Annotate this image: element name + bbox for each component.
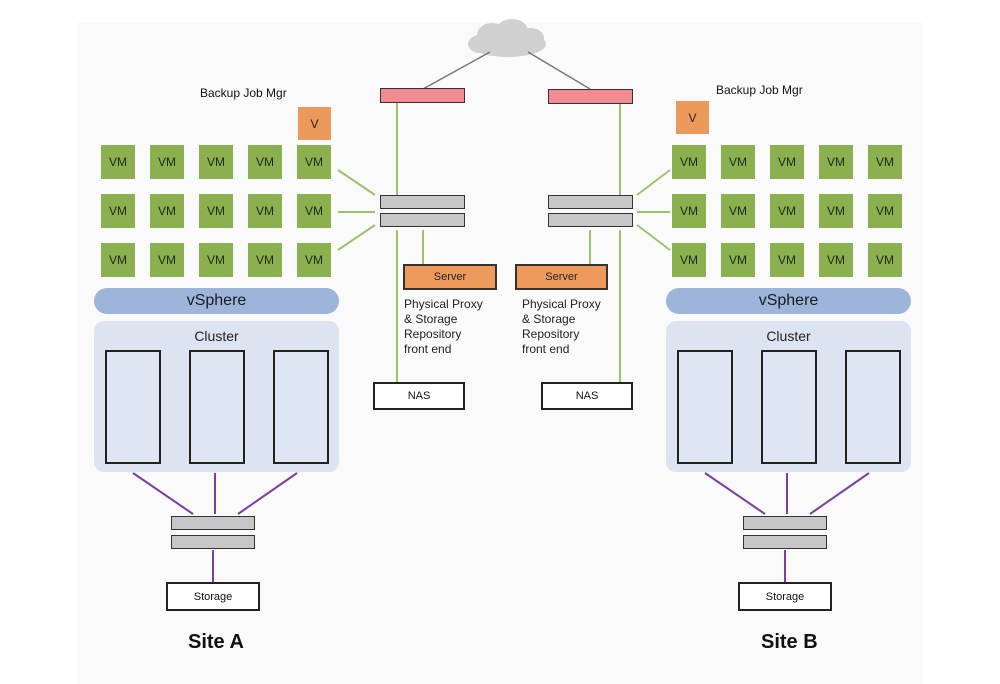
site-b-vm: VM (770, 194, 804, 228)
site-b-vm: VM (672, 243, 706, 277)
left-switch (380, 195, 465, 209)
site-a-host (273, 350, 329, 464)
right-router (548, 89, 633, 104)
site-a-vm: VM (297, 194, 331, 228)
site-b-switch (743, 516, 827, 530)
site-a-switch (171, 516, 255, 530)
site-b-vm: VM (770, 243, 804, 277)
site-b-cluster-label: Cluster (766, 328, 811, 344)
left-server: Server (403, 264, 497, 290)
right-switch (548, 213, 633, 227)
site-b-vm: VM (819, 145, 853, 179)
proxy-text-line: Physical Proxy (404, 297, 483, 311)
site-a-backup-manager-vm: V (298, 107, 331, 140)
site-a-vm: VM (248, 194, 282, 228)
site-b-vm: VM (819, 243, 853, 277)
site-b-host (677, 350, 733, 464)
site-a-vm: VM (101, 243, 135, 277)
site-b-host (761, 350, 817, 464)
site-b-vm: VM (770, 145, 804, 179)
left-switch (380, 213, 465, 227)
left-nas: NAS (373, 382, 465, 410)
site-a-vm: VM (297, 243, 331, 277)
site-a-vm: VM (248, 145, 282, 179)
site-b-vm: VM (868, 145, 902, 179)
proxy-text-line: Physical Proxy (522, 297, 601, 311)
site-b-vm: VM (721, 194, 755, 228)
site-a-vsphere-bar: vSphere (94, 288, 339, 314)
site-b-vm: VM (672, 194, 706, 228)
site-a-vm: VM (199, 194, 233, 228)
site-a-switch (171, 535, 255, 549)
proxy-text-line: front end (404, 342, 452, 356)
proxy-text-line: front end (522, 342, 570, 356)
site-b-vm: VM (721, 243, 755, 277)
proxy-text-line: & Storage (404, 312, 458, 326)
cloud-icon (468, 19, 546, 57)
site-b-vm: VM (868, 194, 902, 228)
site-a-label: Site A (188, 631, 244, 653)
proxy-text-line: Repository (522, 327, 580, 341)
site-b-vm: VM (819, 194, 853, 228)
site-a-host (105, 350, 161, 464)
left-proxy-description: Physical Proxy & Storage Repository fron… (404, 297, 483, 357)
site-b-vsphere-bar: vSphere (666, 288, 911, 314)
site-a-storage: Storage (166, 582, 260, 611)
site-b-vm: VM (672, 145, 706, 179)
site-a-host (189, 350, 245, 464)
site-a-vm: VM (101, 194, 135, 228)
site-b-label: Site B (761, 631, 818, 653)
right-server: Server (515, 264, 608, 290)
site-a-vm: VM (199, 145, 233, 179)
right-switch (548, 195, 633, 209)
site-a-cluster-label: Cluster (194, 328, 239, 344)
site-b-vm: VM (721, 145, 755, 179)
proxy-text-line: Repository (404, 327, 462, 341)
site-b-host (845, 350, 901, 464)
site-b-backup-job-mgr-label: Backup Job Mgr (716, 83, 803, 97)
site-a-vm: VM (101, 145, 135, 179)
site-b-storage: Storage (738, 582, 832, 611)
site-a-vm: VM (248, 243, 282, 277)
right-proxy-description: Physical Proxy & Storage Repository fron… (522, 297, 601, 357)
site-a-backup-job-mgr-label: Backup Job Mgr (200, 86, 287, 100)
site-b-backup-manager-vm: V (676, 101, 709, 134)
left-router (380, 88, 465, 103)
site-a-vm: VM (199, 243, 233, 277)
site-a-vm: VM (150, 243, 184, 277)
right-nas: NAS (541, 382, 633, 410)
site-a-vm: VM (297, 145, 331, 179)
proxy-text-line: & Storage (522, 312, 576, 326)
site-a-vm: VM (150, 145, 184, 179)
site-b-switch (743, 535, 827, 549)
site-b-vm: VM (868, 243, 902, 277)
site-a-vm: VM (150, 194, 184, 228)
